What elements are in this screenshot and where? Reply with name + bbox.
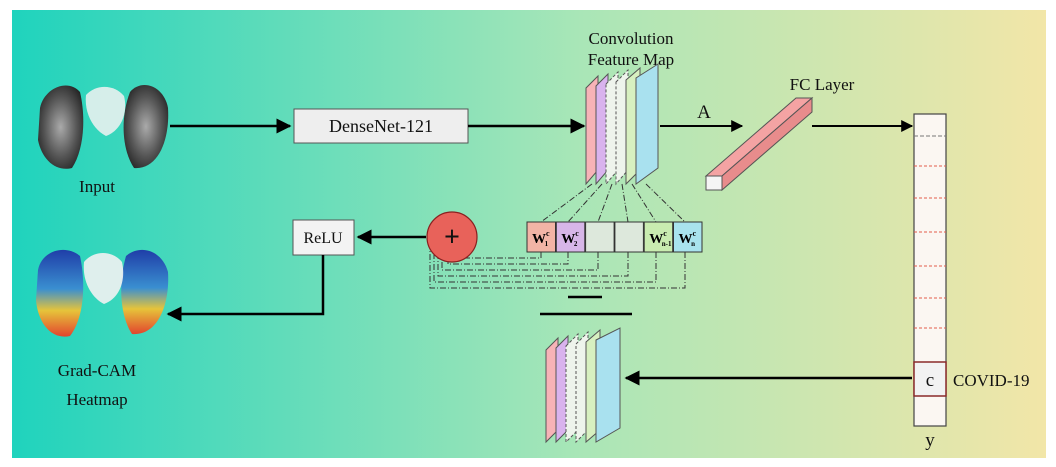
covid-label: COVID-19 bbox=[953, 371, 1030, 390]
gradcam-label-line2: Heatmap bbox=[66, 390, 127, 409]
feature-map-stack-top bbox=[585, 63, 659, 186]
output-y-label: y bbox=[925, 430, 935, 451]
input-label: Input bbox=[79, 177, 115, 196]
output-vector-divisions bbox=[914, 135, 946, 329]
class-c-label: c bbox=[926, 370, 934, 391]
conv-title-line2: Feature Map bbox=[588, 50, 674, 69]
relu-box bbox=[292, 219, 355, 256]
sum-node-label: + bbox=[444, 222, 460, 253]
fc-layer-label: FC Layer bbox=[790, 75, 855, 94]
densenet-label: DenseNet-121 bbox=[329, 116, 433, 136]
weight-cell-4 bbox=[614, 221, 644, 253]
weight-cell-3 bbox=[585, 221, 615, 253]
sum-node bbox=[426, 211, 478, 263]
label-a: A bbox=[697, 102, 711, 123]
input-lung-image bbox=[38, 85, 169, 169]
gradcam-label-line1: Grad-CAM bbox=[58, 361, 136, 380]
gradcam-heatmap-image bbox=[36, 249, 169, 337]
conv-title-line1: Convolution bbox=[588, 29, 674, 48]
feature-map-stack-bottom bbox=[545, 327, 621, 444]
class-c-cell bbox=[913, 361, 947, 397]
relu-label: ReLU bbox=[303, 230, 343, 247]
fc-layer-bar bbox=[704, 96, 814, 192]
projection-lines bbox=[540, 183, 686, 223]
arrow-relu-to-heatmap bbox=[166, 255, 325, 322]
